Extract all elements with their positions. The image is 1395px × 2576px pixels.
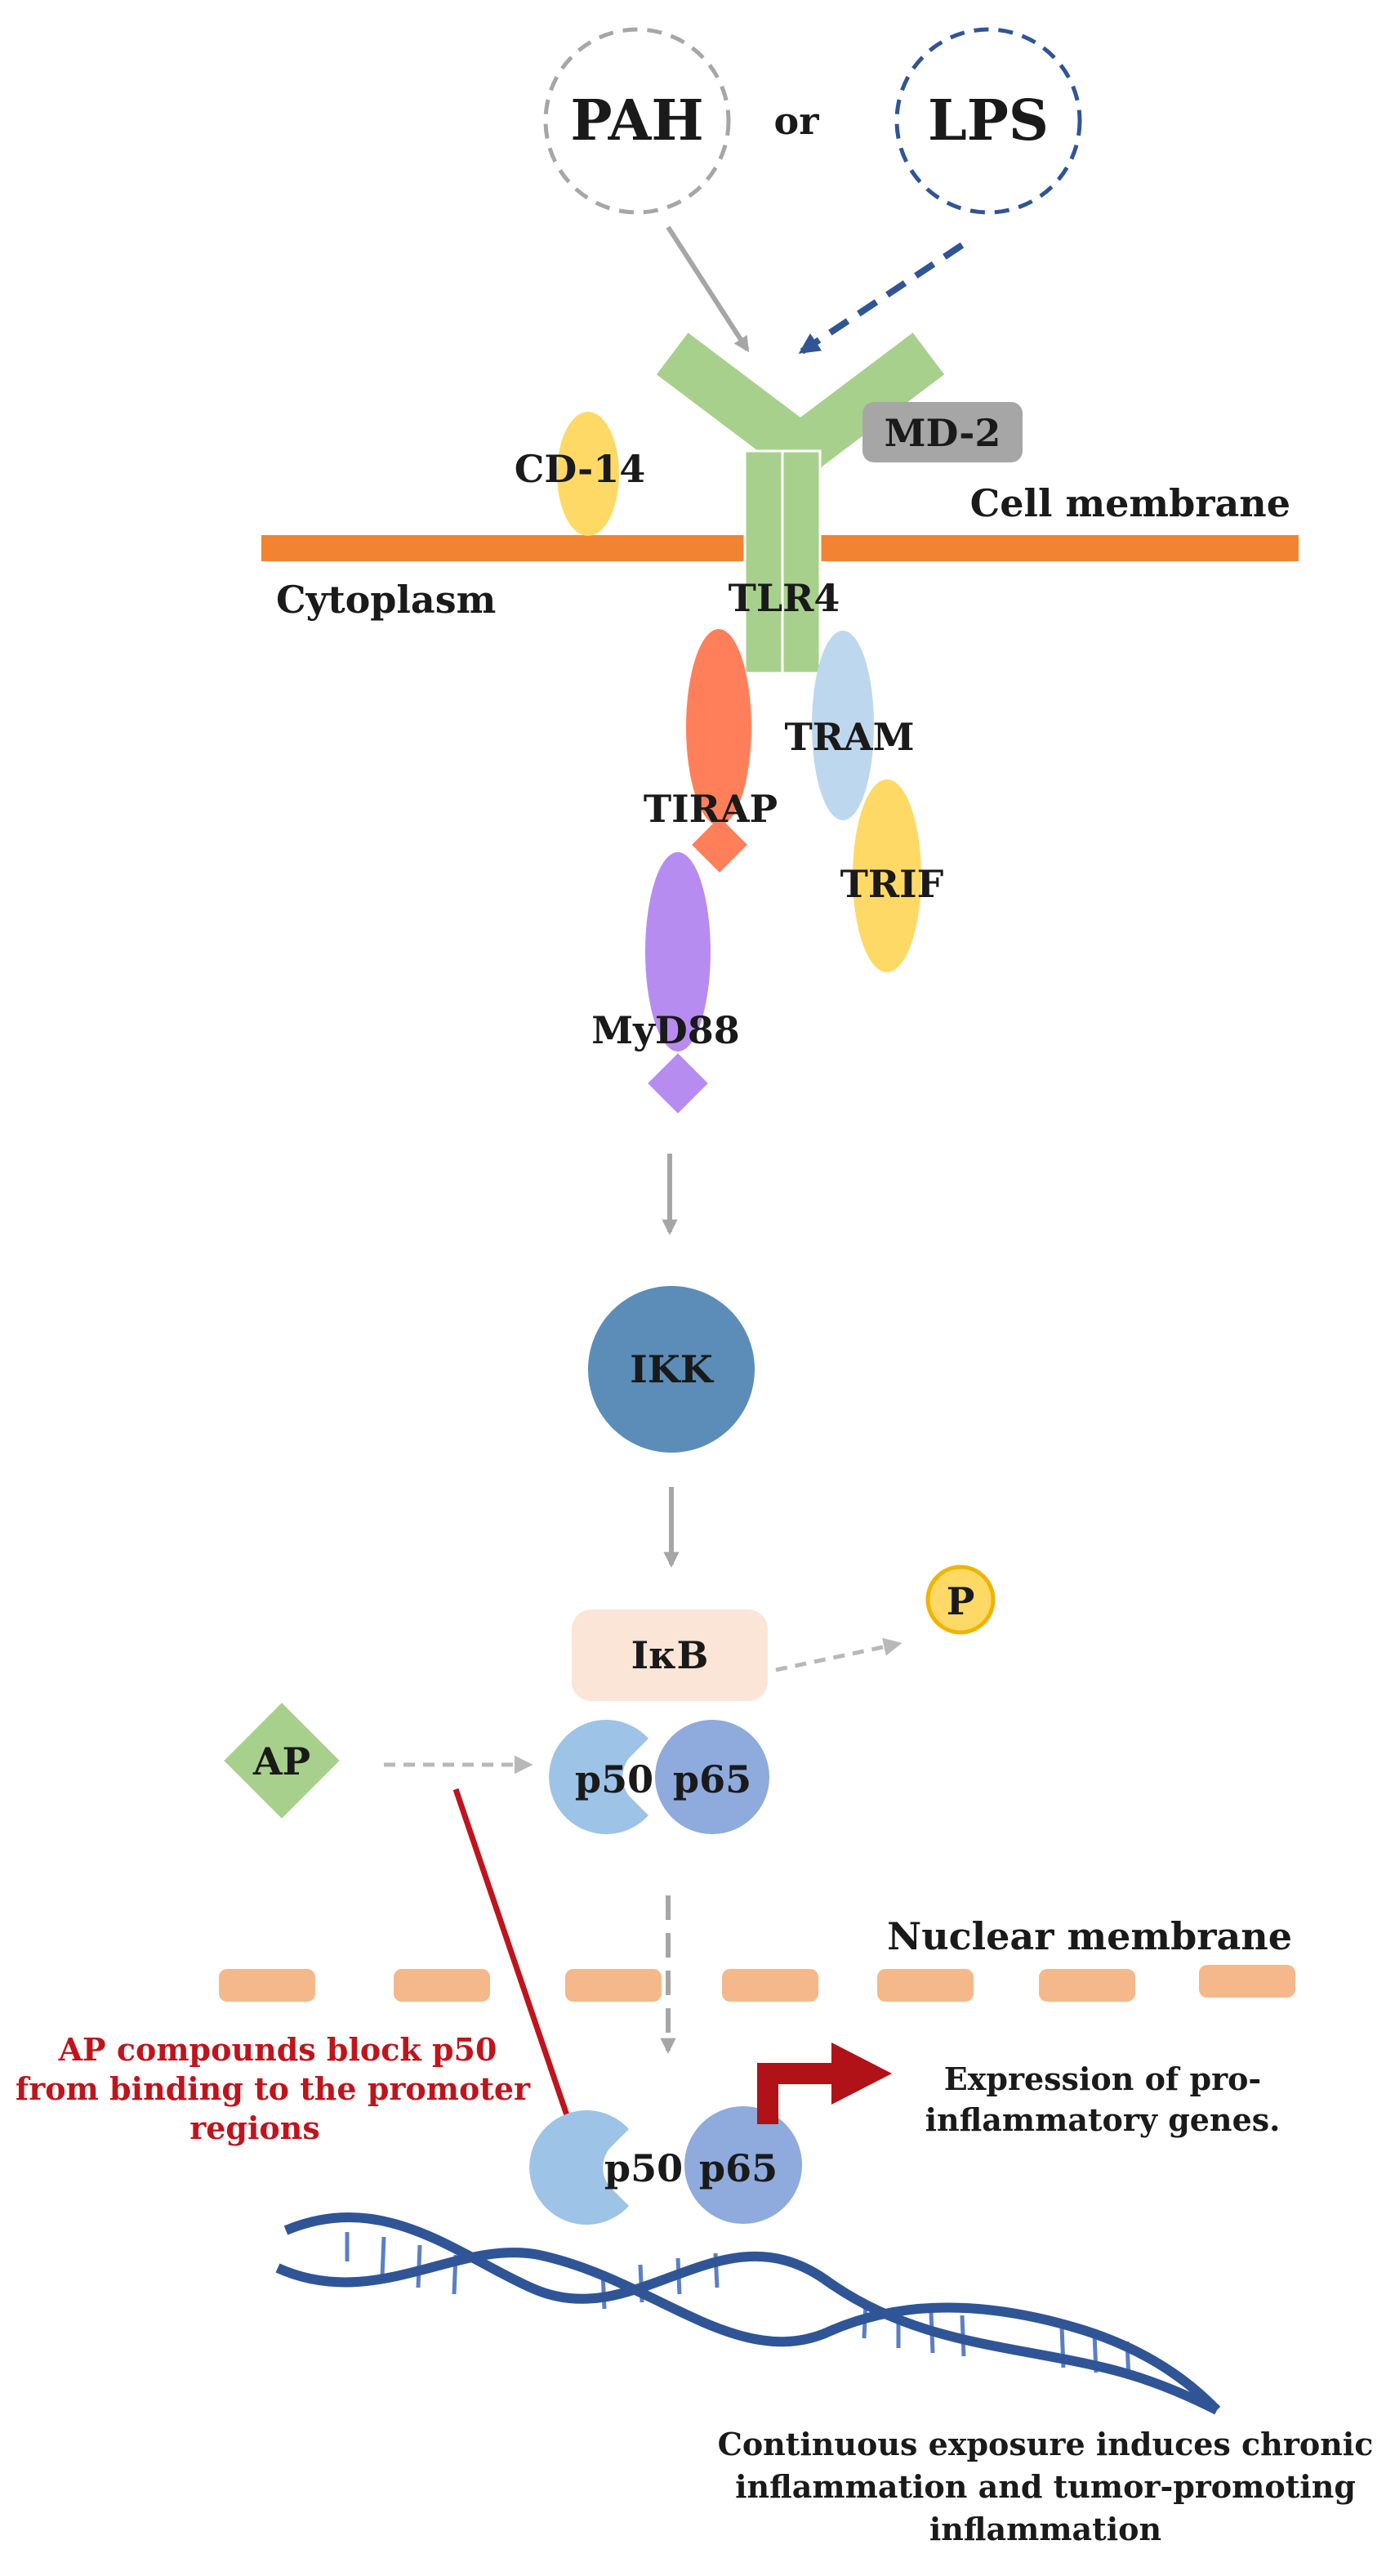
- lps-ligand: LPS: [894, 27, 1082, 215]
- ap-block-note-line2: from binding to the promoter: [16, 2070, 531, 2107]
- md2-protein: [862, 402, 1023, 462]
- tlr4-label: TLR4: [729, 576, 840, 620]
- ikb-label: IκB: [631, 1633, 709, 1677]
- p65-subunit-nucleus: [684, 2106, 802, 2224]
- lps-label: LPS: [928, 88, 1049, 154]
- exposure-note-line3: inflammation: [929, 2511, 1161, 2547]
- transcription-arrow: [757, 2042, 892, 2124]
- exposure-note-line1: Continuous exposure induces chronic: [718, 2426, 1374, 2462]
- trif-adaptor: [853, 779, 921, 972]
- cd14-receptor: [557, 412, 619, 536]
- nfkb-dimer-nucleus: [529, 2106, 802, 2226]
- trif-label: TRIF: [840, 862, 944, 906]
- tirap-adaptor: [686, 629, 751, 825]
- ap-compound: [224, 1703, 340, 1819]
- ikk-label: IKK: [630, 1347, 714, 1391]
- md2-label: MD-2: [885, 411, 1001, 455]
- cell-membrane-label: Cell membrane: [970, 481, 1290, 525]
- nuclear-membrane-label: Nuclear membrane: [887, 1914, 1292, 1958]
- pah-label: PAH: [570, 88, 703, 154]
- ap-label: AP: [252, 1739, 310, 1784]
- tlr4-receptor: [656, 333, 945, 675]
- ikb-protein: [572, 1609, 768, 1701]
- lps-arrow: [798, 242, 965, 355]
- p50-nucleus-label: p50: [604, 2146, 683, 2190]
- phosphate-label: P: [947, 1579, 975, 1623]
- ikk-complex: [588, 1286, 755, 1453]
- p65-nucleus-label: p65: [699, 2146, 778, 2190]
- nuclear-membrane: [219, 1965, 1295, 2002]
- or-connector: or: [774, 99, 820, 143]
- myd88-adaptor: [645, 852, 711, 1051]
- phosphorylation-arrow: [775, 1637, 903, 1672]
- myd88-tail: [648, 1053, 708, 1114]
- pah-arrow: [666, 225, 750, 353]
- expression-note-line1: Expression of pro-: [944, 2060, 1261, 2097]
- tirap-label: TIRAP: [644, 787, 778, 831]
- tirap-tail: [692, 817, 747, 873]
- exposure-note-line2: inflammation and tumor-promoting: [735, 2468, 1356, 2505]
- p50-subunit-nucleus: [529, 2110, 629, 2226]
- cytoplasm-label: Cytoplasm: [276, 578, 496, 622]
- p50-subunit: [549, 1720, 648, 1834]
- p65-subunit: [655, 1720, 769, 1834]
- phosphate-group: [925, 1565, 996, 1635]
- expression-note-line2: inflammatory genes.: [925, 2101, 1281, 2138]
- p65-label: p65: [673, 1757, 751, 1801]
- ap-block-note-line3: regions: [189, 2109, 320, 2146]
- nfkb-dimer-cytoplasm: [549, 1720, 769, 1834]
- cd14-label: CD-14: [515, 447, 645, 491]
- myd88-label: MyD88: [591, 1008, 740, 1052]
- p50-label: p50: [575, 1757, 653, 1801]
- pah-ligand: PAH: [543, 27, 731, 215]
- dna-helix: [275, 2212, 1221, 2415]
- ap-block-note-line1: AP compounds block p50: [58, 2031, 497, 2068]
- tram-label: TRAM: [784, 715, 914, 759]
- tram-adaptor: [812, 631, 874, 820]
